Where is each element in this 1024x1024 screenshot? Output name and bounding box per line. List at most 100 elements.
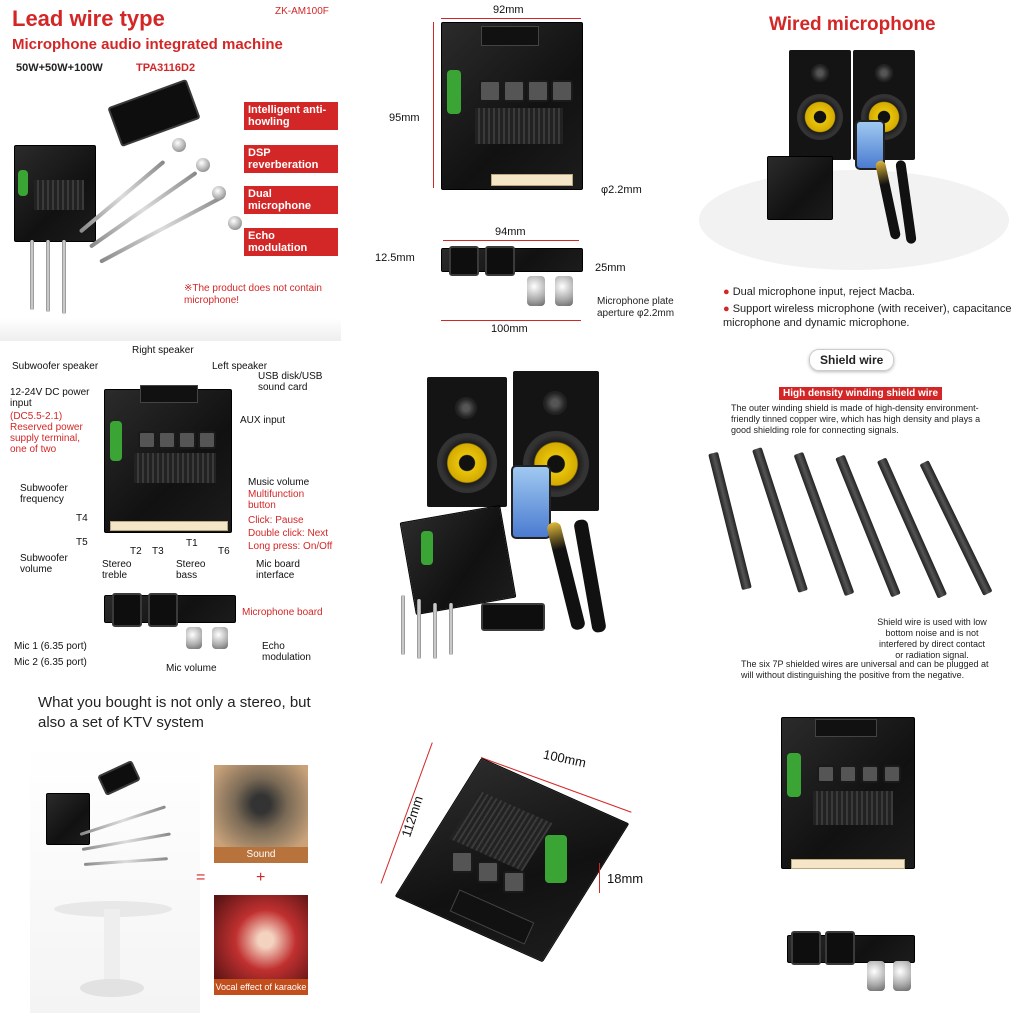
tweeter bbox=[811, 64, 829, 82]
tweeter bbox=[455, 397, 477, 419]
pedestal-stem bbox=[104, 909, 120, 989]
label-t3: T3 bbox=[152, 546, 164, 557]
bullet-1-text: Dual microphone input, reject Macba. bbox=[732, 286, 915, 298]
width-label: 100mm bbox=[541, 746, 588, 771]
amplifier-board bbox=[767, 156, 833, 220]
coil bbox=[479, 80, 501, 102]
knob bbox=[196, 158, 210, 172]
label-mic-board-interface: Mic board interface bbox=[256, 559, 300, 581]
sound-caption: Sound bbox=[214, 847, 308, 863]
lead-wire bbox=[46, 240, 50, 312]
note: ※The product does not contain microphone… bbox=[184, 283, 322, 306]
power-label: 50W+50W+100W bbox=[16, 62, 103, 74]
capacitor bbox=[545, 835, 567, 883]
label-power-reserved: (DC5.5-2.1) Reserved power supply termin… bbox=[10, 411, 83, 455]
karaoke-caption: Vocal effect of karaoke bbox=[214, 979, 308, 995]
heatsink bbox=[813, 791, 893, 825]
capacitor bbox=[421, 531, 433, 565]
phone bbox=[511, 465, 551, 539]
dim-line bbox=[441, 320, 581, 321]
ktv-heading: What you bought is not only a stereo, bu… bbox=[38, 694, 311, 731]
depth-label: 25mm bbox=[595, 262, 626, 274]
aperture-label: Microphone plate aperture φ2.2mm bbox=[597, 296, 675, 319]
bullet-2-text: Support wireless microphone (with receiv… bbox=[723, 303, 1012, 329]
heatsink bbox=[475, 108, 563, 144]
jack bbox=[112, 593, 142, 627]
label-double-click-text: Double click: Next bbox=[248, 528, 329, 539]
label-sub-frequency: Subwoofer frequency bbox=[20, 483, 68, 505]
jack bbox=[485, 246, 515, 276]
height-label: 18mm bbox=[607, 871, 644, 886]
shield-wire bbox=[708, 451, 752, 591]
ground-shadow bbox=[0, 318, 341, 341]
feature-tag: DSP reverberation bbox=[244, 145, 338, 173]
coil bbox=[839, 765, 857, 783]
capacitor bbox=[18, 170, 28, 196]
lead-wire bbox=[433, 603, 437, 659]
tile-board-3d-dimensions: 100mm 112mm 18mm bbox=[341, 683, 682, 1024]
width-bottom-label: 100mm bbox=[491, 323, 528, 335]
model-label: ZK-AM100F bbox=[275, 6, 329, 17]
coil bbox=[451, 851, 473, 873]
dim-line bbox=[599, 863, 600, 893]
label-mic1: Mic 1 (6.35 port) bbox=[14, 641, 87, 652]
length-label: 112mm bbox=[398, 794, 426, 839]
title: Lead wire type bbox=[12, 6, 165, 31]
shield-title: Shield wire bbox=[809, 349, 895, 371]
dim-line bbox=[441, 18, 581, 19]
tweeter bbox=[875, 64, 893, 82]
label-multifunction: Multifunction button bbox=[248, 489, 305, 511]
stage-ellipse bbox=[699, 170, 1009, 270]
knob bbox=[172, 138, 186, 152]
chip-label: TPA3116D2 bbox=[136, 62, 196, 74]
lead-wire bbox=[417, 599, 421, 659]
label-right-speaker: Right speaker bbox=[132, 345, 194, 356]
dim-line bbox=[443, 240, 579, 241]
connector-row bbox=[491, 174, 573, 186]
bullet-1: ● Dual microphone input, reject Macba. bbox=[723, 286, 915, 298]
connector-row bbox=[110, 521, 228, 531]
label-t2: T2 bbox=[130, 546, 142, 557]
shield-note-2: The six 7P shielded wires are universal … bbox=[741, 659, 989, 680]
mic-board bbox=[481, 603, 545, 631]
coil bbox=[883, 765, 901, 783]
label-sub-volume: Subwoofer volume bbox=[20, 553, 68, 575]
speaker-terminal bbox=[815, 719, 877, 737]
pedestal-base bbox=[80, 979, 144, 997]
shield-subtitle: High density winding shield wire bbox=[779, 387, 943, 400]
label-long-press: Long press: On/Off bbox=[248, 541, 332, 552]
knob bbox=[867, 961, 885, 991]
lead-wire bbox=[30, 240, 34, 310]
label-click: Click: Pause bbox=[248, 515, 304, 526]
label-t6: T6 bbox=[218, 546, 230, 557]
coil bbox=[527, 80, 549, 102]
label-aux: AUX input bbox=[240, 415, 286, 426]
mic-board bbox=[107, 78, 201, 148]
coil bbox=[503, 80, 525, 102]
feature-tag: Echo modulation bbox=[244, 228, 338, 256]
capacitor bbox=[447, 70, 461, 114]
lead-wire bbox=[401, 595, 405, 655]
sound-card: Sound bbox=[214, 765, 308, 863]
label-mic2: Mic 2 (6.35 port) bbox=[14, 657, 87, 668]
shield-note-1: Shield wire is used with low bottom nois… bbox=[877, 617, 987, 660]
jack bbox=[825, 931, 855, 965]
label-left-speaker: Left speaker bbox=[212, 361, 268, 372]
label-usb: USB disk/USB sound card bbox=[258, 371, 323, 393]
lead-wire bbox=[62, 240, 66, 314]
coil bbox=[198, 431, 216, 449]
height-small-label: 12.5mm bbox=[375, 252, 415, 264]
width-mid-label: 94mm bbox=[495, 226, 526, 238]
karaoke-card: Vocal effect of karaoke bbox=[214, 895, 308, 995]
hole-label: φ2.2mm bbox=[601, 184, 642, 196]
label-power-input: 12-24V DC power input bbox=[10, 387, 90, 409]
knob bbox=[212, 186, 226, 200]
coil bbox=[817, 765, 835, 783]
label-double-click: Double click: Next bbox=[248, 528, 328, 539]
lead-wire bbox=[449, 603, 453, 655]
woofer bbox=[797, 94, 843, 140]
dim-line bbox=[433, 22, 434, 188]
height-top-label: 95mm bbox=[389, 112, 420, 124]
feature-tag: Intelligent anti-howling bbox=[244, 102, 338, 130]
connector-row bbox=[791, 859, 905, 869]
